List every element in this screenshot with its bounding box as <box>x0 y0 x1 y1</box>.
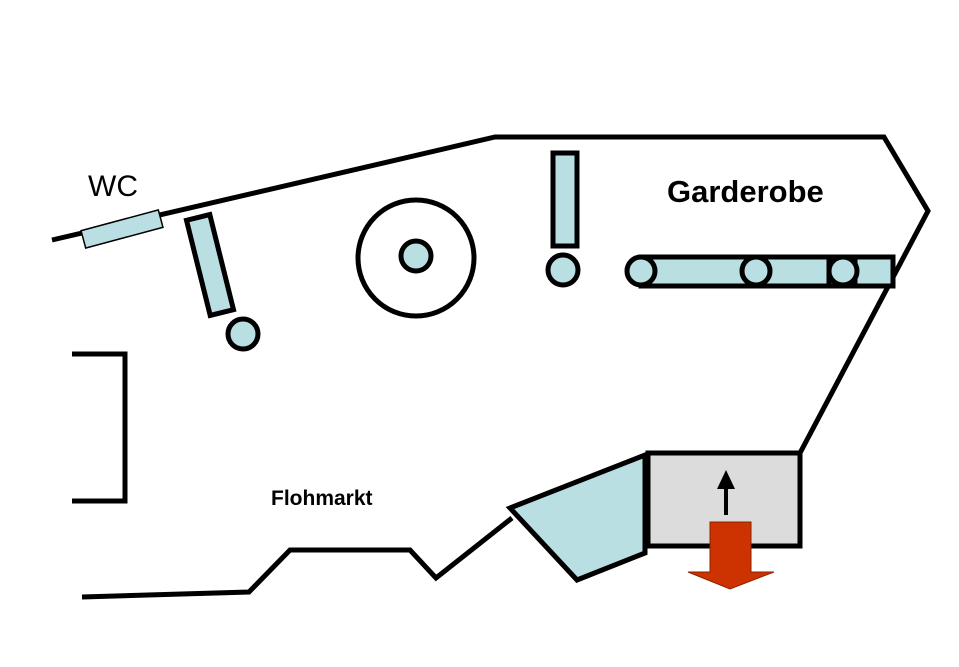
garderobe-stool <box>826 254 860 288</box>
wc-label: WC <box>88 170 138 203</box>
garderobe-stool <box>624 254 658 288</box>
down-arrow-icon <box>687 521 775 590</box>
round-table-center <box>398 238 434 274</box>
garderobe-stool <box>739 254 773 288</box>
table-middle <box>550 150 580 249</box>
wc-door <box>80 209 164 249</box>
up-arrow-icon <box>717 470 735 515</box>
market-stand <box>505 451 648 583</box>
table-left <box>183 211 237 319</box>
flohmarkt-label: Flohmarkt <box>271 487 373 510</box>
outer-wall-top <box>51 134 931 455</box>
chair-left <box>225 316 261 352</box>
garderobe-label: Garderobe <box>667 174 824 209</box>
side-opening-wall <box>72 351 128 504</box>
chair-middle <box>545 252 581 288</box>
outer-wall-bottom <box>81 516 514 600</box>
